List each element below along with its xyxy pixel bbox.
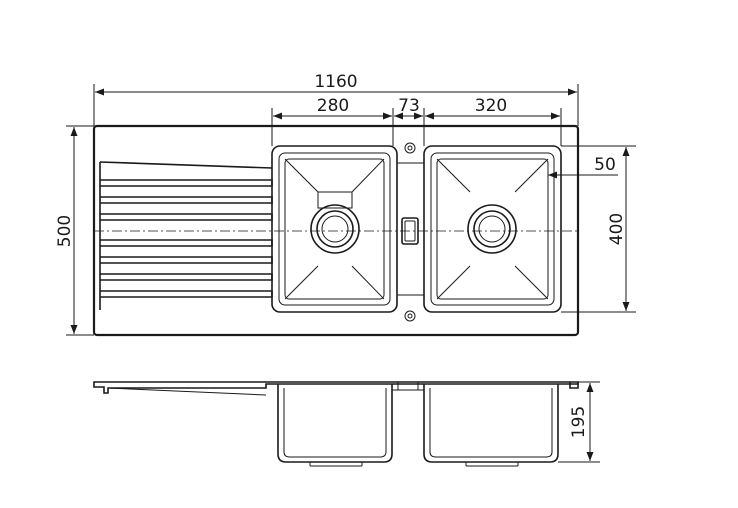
label-large-bowl-width: 320	[475, 96, 507, 116]
label-overall-depth: 500	[55, 215, 75, 247]
drainboard-grooves	[99, 161, 273, 310]
label-rim-offset: 50	[594, 155, 616, 175]
dimension-lines	[66, 84, 636, 336]
top-view	[92, 124, 580, 337]
large-bowl	[423, 145, 562, 313]
tap-hole-top	[404, 142, 416, 154]
label-bowl-height: 195	[569, 406, 589, 438]
tap-hole-bottom	[404, 310, 416, 322]
label-bowl-depth: 400	[607, 213, 627, 245]
small-drain	[310, 204, 360, 254]
side-dimension	[558, 381, 600, 463]
small-bowl	[271, 145, 398, 313]
label-gap-width: 73	[398, 96, 420, 116]
side-view	[93, 381, 579, 467]
large-drain	[467, 204, 517, 254]
overflow-slot	[401, 217, 419, 245]
label-small-bowl-width: 280	[317, 96, 349, 116]
gap-area	[396, 142, 425, 322]
label-overall-width: 1160	[314, 72, 357, 92]
sink-outline	[92, 124, 580, 337]
dimension-labels: 1160 280 73 320 50 500 400	[55, 72, 627, 247]
